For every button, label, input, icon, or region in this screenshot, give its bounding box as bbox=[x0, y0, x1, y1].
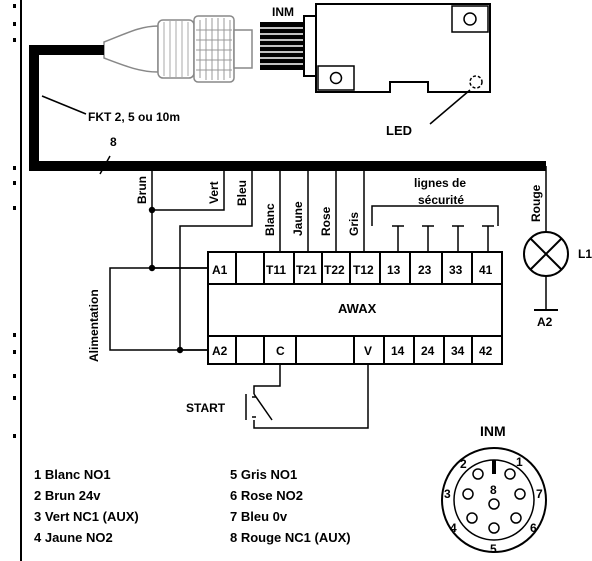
terminal-34: 34 bbox=[451, 344, 465, 358]
pin-legend: 1 Blanc NO1 2 Brun 24v 3 Vert NC1 (AUX) … bbox=[34, 467, 351, 545]
legend-item-1: 1 Blanc NO1 bbox=[34, 467, 111, 482]
power-label: Alimentation bbox=[87, 289, 101, 362]
terminal-13: 13 bbox=[387, 263, 401, 277]
terminal-t12: T12 bbox=[353, 263, 374, 277]
safety-lines-label-1: lignes de bbox=[414, 176, 466, 190]
pin-label-1: 1 bbox=[516, 455, 523, 469]
terminal-14: 14 bbox=[391, 344, 405, 358]
wire-label-rouge: Rouge bbox=[529, 184, 543, 222]
terminal-a2: A2 bbox=[212, 344, 228, 358]
pin-label-3: 3 bbox=[444, 487, 451, 501]
wire-label-brun: Brun bbox=[135, 176, 149, 204]
lamp-label: L1 bbox=[578, 247, 592, 261]
wire-label-blanc: Blanc bbox=[263, 203, 277, 236]
sensor-title: INM bbox=[272, 5, 294, 19]
wire-labels: Brun Vert Bleu Blanc Jaune Rose Gris Rou… bbox=[135, 176, 543, 236]
left-border-strip bbox=[0, 0, 22, 561]
terminal-41: 41 bbox=[479, 263, 493, 277]
terminal-c: C bbox=[276, 344, 285, 358]
cable-leader-line bbox=[41, 95, 87, 115]
pin-label-5: 5 bbox=[490, 542, 497, 556]
wire-label-jaune: Jaune bbox=[291, 201, 305, 236]
conductor-count: 8 bbox=[110, 135, 117, 149]
legend-item-5: 5 Gris NO1 bbox=[230, 467, 297, 482]
terminal-t11: T11 bbox=[266, 263, 286, 277]
module-name: AWAX bbox=[338, 301, 377, 316]
connector-key bbox=[492, 460, 496, 474]
wire-label-vert: Vert bbox=[207, 181, 221, 204]
start-switch-circuit bbox=[245, 364, 369, 429]
pin-label-2: 2 bbox=[460, 457, 467, 471]
terminal-24: 24 bbox=[421, 344, 435, 358]
cable: FKT 2, 5 ou 10m 8 bbox=[29, 45, 546, 175]
wire-label-bleu: Bleu bbox=[235, 180, 249, 206]
terminal-42: 42 bbox=[479, 344, 493, 358]
terminal-33: 33 bbox=[449, 263, 463, 277]
legend-item-2: 2 Brun 24v bbox=[34, 488, 101, 503]
wire-label-gris: Gris bbox=[347, 212, 361, 236]
connector-pins bbox=[462, 468, 526, 534]
legend-item-6: 6 Rose NO2 bbox=[230, 488, 303, 503]
connector-pinout: INM 1 2 3 4 5 6 7 8 bbox=[441, 423, 547, 556]
pin-label-4: 4 bbox=[450, 521, 457, 535]
terminal-a1: A1 bbox=[212, 263, 228, 277]
terminal-t22: T22 bbox=[324, 263, 345, 277]
terminal-23: 23 bbox=[418, 263, 432, 277]
cable-tick bbox=[99, 155, 111, 175]
cable-connector-plug bbox=[103, 15, 253, 83]
legend-item-8: 8 Rouge NC1 (AUX) bbox=[230, 530, 351, 545]
led-leader-line bbox=[429, 89, 471, 125]
awax-module: AWAX A1 T11 T21 T22 T12 13 bbox=[207, 251, 503, 365]
connector-title: INM bbox=[480, 423, 506, 439]
start-label: START bbox=[186, 401, 226, 415]
led-label: LED bbox=[386, 123, 412, 138]
inm-sensor: INM LED bbox=[260, 3, 491, 138]
lamp-l1: L1 A2 bbox=[523, 231, 592, 329]
wires bbox=[109, 166, 547, 351]
legend-item-7: 7 Bleu 0v bbox=[230, 509, 288, 524]
led-indicator bbox=[469, 75, 483, 89]
wire-label-rose: Rose bbox=[319, 206, 333, 236]
terminal-t21: T21 bbox=[296, 263, 317, 277]
pin-label-6: 6 bbox=[530, 521, 537, 535]
cable-label: FKT 2, 5 ou 10m bbox=[88, 110, 180, 124]
terminal-v: V bbox=[364, 344, 372, 358]
lamp-terminal-label: A2 bbox=[537, 315, 553, 329]
junction-dots bbox=[148, 206, 184, 354]
legend-item-4: 4 Jaune NO2 bbox=[34, 530, 113, 545]
legend-item-3: 3 Vert NC1 (AUX) bbox=[34, 509, 139, 524]
pin-label-8: 8 bbox=[490, 483, 497, 497]
pin-label-7: 7 bbox=[536, 487, 543, 501]
safety-lines-label-2: sécurité bbox=[418, 193, 464, 207]
